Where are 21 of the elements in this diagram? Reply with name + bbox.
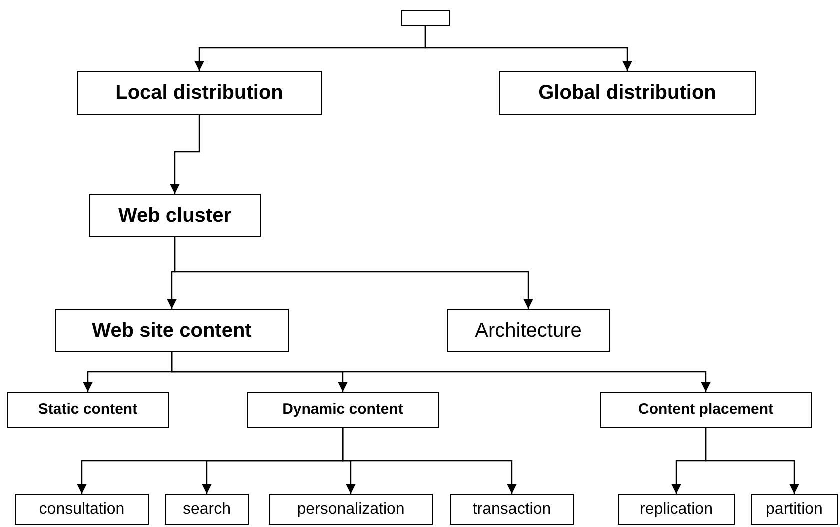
label-box: Web site content (55, 309, 289, 352)
label-box: transaction (450, 494, 574, 525)
connector-arrow (174, 237, 534, 309)
connector-arrow (170, 115, 200, 194)
label-box: search (165, 494, 249, 525)
label-box: partition (751, 494, 838, 525)
label-box: Content placement (600, 392, 812, 428)
label-box: Local distribution (77, 71, 322, 115)
connector-arrow (342, 428, 517, 494)
empty-box (401, 10, 450, 26)
label-box: Architecture (447, 309, 610, 352)
label-box: replication (618, 494, 735, 525)
label-box: Web cluster (89, 194, 261, 237)
label-box: Global distribution (499, 71, 756, 115)
label-box: Static content (7, 392, 169, 428)
connector-arrow (705, 428, 800, 494)
label-box: personalization (269, 494, 433, 525)
label-box: consultation (15, 494, 149, 525)
label-box: Dynamic content (247, 392, 439, 428)
connector-arrow (424, 26, 632, 71)
connector-arrow (171, 352, 711, 392)
